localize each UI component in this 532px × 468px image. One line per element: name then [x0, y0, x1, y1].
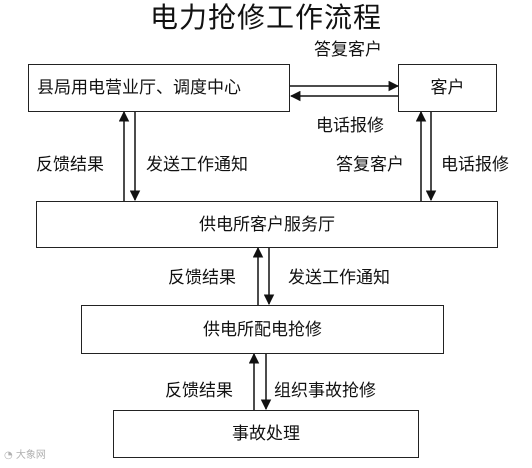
edge-label-reply-customer-right: 答复客户 [336, 155, 404, 175]
node-incident-handling-label: 事故处理 [232, 424, 300, 444]
diagram-title: 电力抢修工作流程 [149, 1, 382, 34]
watermark-logo: ◔ 大象网 [4, 446, 46, 461]
edge-label-organize-repair: 组织事故抢修 [274, 381, 376, 401]
node-dispatch-center: 县局用电营业厅、调度中心 [28, 64, 290, 112]
edge-label-feedback-1: 反馈结果 [36, 155, 104, 175]
node-dispatch-center-label: 县局用电营业厅、调度中心 [37, 78, 241, 98]
node-repair-station-label: 供电所配电抢修 [203, 319, 322, 340]
watermark-text: 大象网 [15, 450, 46, 461]
node-customer: 客户 [398, 64, 497, 112]
edge-label-send-notice-2: 发送工作通知 [288, 268, 390, 288]
edge-label-send-notice-1: 发送工作通知 [146, 155, 248, 175]
node-service-hall-label: 供电所客户服务厅 [199, 214, 335, 235]
edge-label-feedback-2: 反馈结果 [168, 268, 236, 288]
node-repair-station: 供电所配电抢修 [81, 305, 444, 354]
node-customer-label: 客户 [430, 78, 465, 98]
edge-label-reply-customer-top: 答复客户 [314, 40, 382, 60]
edge-label-phone-report-top: 电话报修 [316, 116, 384, 136]
node-incident-handling: 事故处理 [113, 410, 419, 458]
edge-label-phone-report-right: 电话报修 [441, 155, 509, 175]
edge-label-feedback-3: 反馈结果 [165, 381, 233, 401]
node-service-hall: 供电所客户服务厅 [36, 201, 498, 248]
watermark-icon: ◔ [4, 450, 13, 461]
